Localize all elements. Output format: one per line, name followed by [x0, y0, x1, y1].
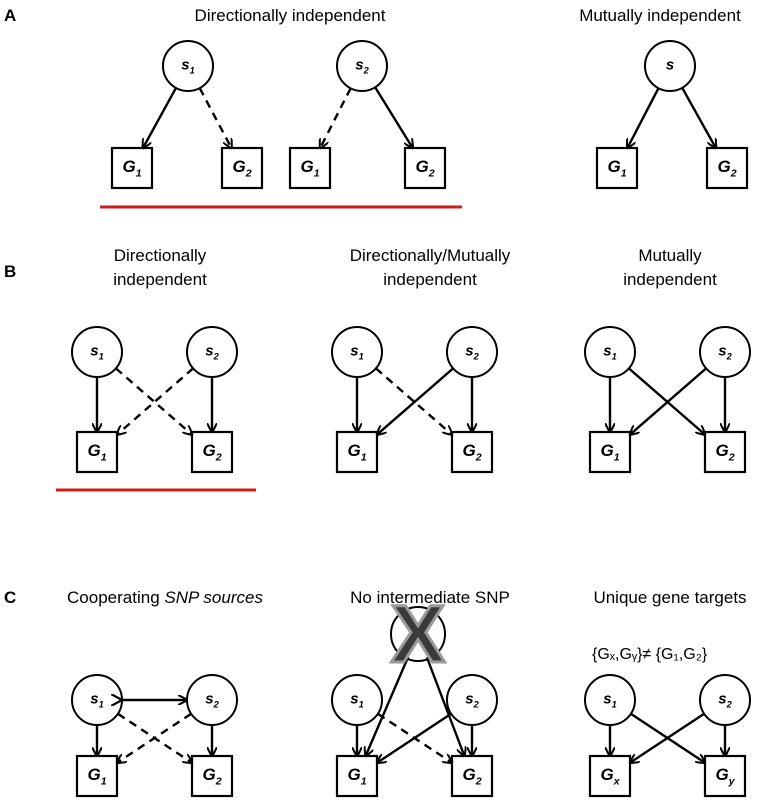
gene-node-label-c2-g1: G1: [347, 765, 366, 788]
title-b-directional-1: Directionally: [113, 246, 207, 265]
gene-node-a3-g2: [705, 146, 749, 190]
snp-node-label-a1-s1: s1: [181, 56, 195, 75]
dashed-edge-1: [198, 87, 232, 148]
gene-node-label-b2-g2: G2: [462, 441, 481, 464]
gene-node-c2-g1: [335, 754, 379, 798]
solid-edge-32: [630, 712, 705, 763]
panel-label-b: B: [4, 262, 17, 281]
dashed-edge-12: [375, 367, 452, 434]
gene-node-label-a1-g2: G2: [232, 157, 251, 180]
snp-node-a2-s2: [336, 40, 388, 92]
gene-node-label-a3-g1: G1: [607, 157, 626, 180]
gene-node-label-a2-g2: G2: [415, 157, 434, 180]
gene-node-b1-g1: [75, 430, 119, 474]
gene-node-a2-g1: [288, 146, 332, 190]
solid-edge-27: [366, 656, 410, 756]
dashed-edge-9: [117, 367, 194, 434]
snp-node-label-a2-s2: s2: [355, 56, 369, 75]
snp-node-label-c2-s1: s1: [350, 690, 364, 709]
gene-node-label-b3-g1: G1: [600, 441, 619, 464]
snp-node-label-b2-s1: s1: [350, 342, 364, 361]
gene-node-label-a1-g1: G1: [122, 157, 141, 180]
dashed-edge-21: [117, 712, 192, 763]
snp-node-label-b3-s1: s1: [603, 342, 617, 361]
snp-node-a1-s1: [162, 40, 214, 92]
solid-edge-5: [681, 87, 716, 148]
snp-node-a3-s: [644, 40, 696, 92]
title-a-mutual: Mutually independent: [579, 6, 741, 25]
gene-node-label-c2-g2: G2: [462, 765, 481, 788]
gene-node-a3-g1: [595, 146, 639, 190]
gene-node-label-c1-g2: G2: [202, 765, 221, 788]
gene-node-a1-g1: [110, 146, 154, 190]
x-mark-icon: X: [391, 589, 446, 680]
title-b-mutual-1: Mutually: [638, 246, 702, 265]
gene-node-label-b2-g1: G1: [347, 441, 366, 464]
unique-targets-set-text: {Gₓ,Gᵧ}≠ {G₁,G₂}: [592, 646, 708, 663]
title-c-cooperating: Cooperating SNP sources: [40, 588, 290, 608]
snp-node-label-b2-s2: s2: [465, 342, 479, 361]
snp-node-label-c3-s2: s2: [718, 690, 732, 709]
dashed-edge-2: [320, 87, 352, 148]
gene-node-b1-g2: [190, 430, 234, 474]
intermediate-snp-node: [390, 606, 446, 662]
panel-label-a: A: [4, 6, 17, 25]
snp-node-label-c3-s1: s1: [603, 690, 617, 709]
gene-node-a1-g2: [220, 146, 264, 190]
solid-edge-0: [143, 87, 178, 148]
gene-node-b2-g1: [335, 430, 379, 474]
solid-edge-3: [374, 86, 413, 148]
gene-node-label-c3-g1: Gx: [600, 765, 620, 788]
snp-node-label-c1-s1: s1: [90, 690, 104, 709]
snp-node-label-b3-s2: s2: [718, 342, 732, 361]
gene-node-label-b1-g2: G2: [202, 441, 221, 464]
title-b-mutual-2: independent: [623, 270, 717, 289]
gene-node-label-b3-g2: G2: [715, 441, 734, 464]
dashed-edge-8: [115, 367, 192, 434]
title-c-cooperating-italic: SNP sources: [164, 588, 263, 607]
solid-edge-4: [627, 87, 660, 148]
solid-edge-17: [630, 367, 707, 434]
gene-node-c3-g1: [588, 754, 632, 798]
title-c-no-intermediate: No intermediate SNP: [350, 588, 510, 607]
gene-node-label-c1-g1: G1: [87, 765, 106, 788]
panel-label-c: C: [4, 588, 17, 607]
gene-node-label-a3-g2: G2: [717, 157, 736, 180]
title-a-directional: Directionally independent: [194, 6, 386, 25]
title-b-dirmut-2: independent: [383, 270, 477, 289]
gene-node-b3-g1: [588, 430, 632, 474]
title-c-cooperating-prefix: Cooperating: [67, 588, 165, 607]
snp-node-label-b1-s2: s2: [205, 342, 219, 361]
gene-node-c2-g2: [450, 754, 494, 798]
solid-edge-28: [425, 656, 465, 756]
gene-node-label-b1-g1: G1: [87, 441, 106, 464]
solid-edge-26: [377, 712, 452, 763]
title-c-unique-targets: Unique gene targets: [593, 588, 747, 607]
gene-node-label-c3-g2: Gy: [715, 765, 735, 788]
gene-node-a2-g2: [403, 146, 447, 190]
title-b-directional-2: independent: [113, 270, 207, 289]
snp-node-label-c2-s2: s2: [465, 690, 479, 709]
snp-node-label-a3-s: s: [666, 56, 674, 73]
gene-node-label-a2-g1: G1: [300, 157, 319, 180]
snp-node-label-c1-s2: s2: [205, 690, 219, 709]
solid-edge-13: [377, 367, 454, 434]
title-b-dirmut-1: Directionally/Mutually: [349, 246, 511, 265]
snp-node-label-b1-s1: s1: [90, 342, 104, 361]
